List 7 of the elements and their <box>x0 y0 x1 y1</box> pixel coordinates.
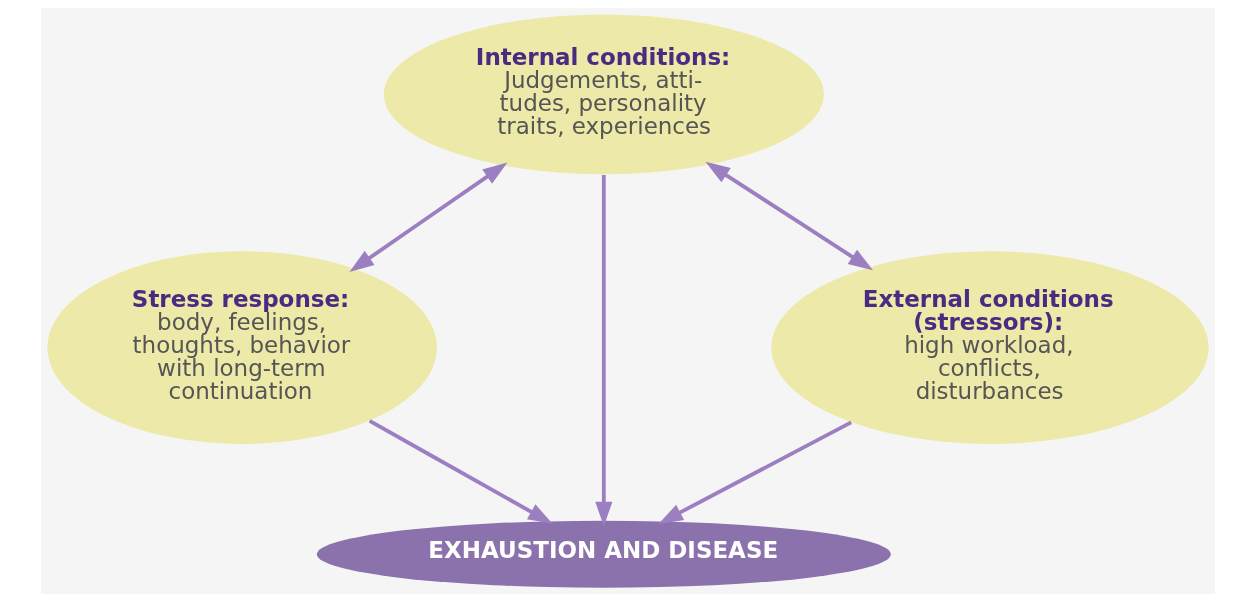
arrow <box>657 420 852 524</box>
arrow <box>594 174 612 527</box>
arrow <box>705 161 873 271</box>
node-ellipse: Internal conditions: Judgements, atti- tudes, personality traits, experiences <box>383 14 824 175</box>
arrow <box>368 419 553 524</box>
arrow <box>348 162 507 272</box>
node-ellipse: EXHAUSTION AND DISEASE <box>316 520 891 588</box>
